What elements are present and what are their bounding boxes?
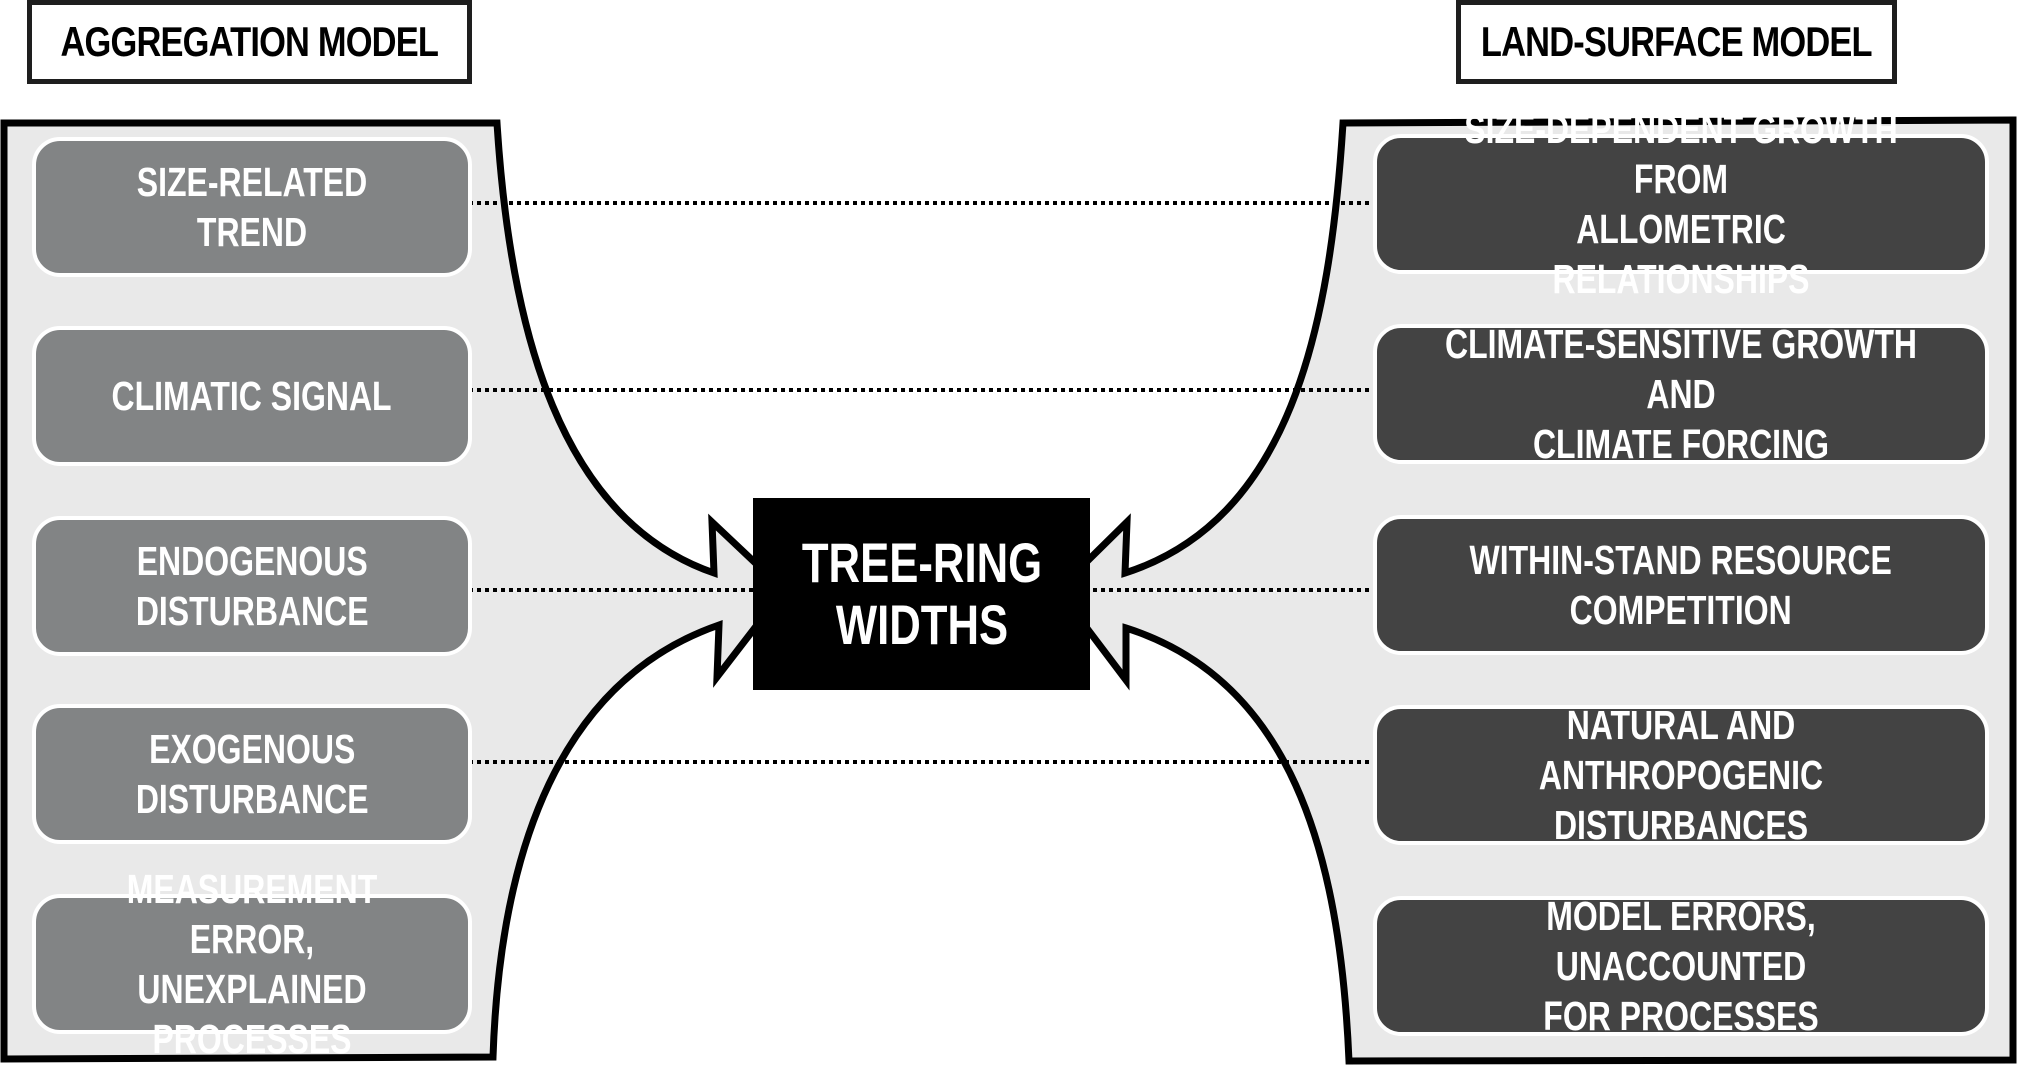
- land-surface-model-title-text: LAND-SURFACE MODEL: [1481, 18, 1873, 65]
- left-item-size-related-trend: SIZE-RELATED TREND: [32, 137, 472, 277]
- aggregation-model-title-text: AGGREGATION MODEL: [60, 18, 439, 65]
- left-item-endogenous-disturbance: ENDOGENOUS DISTURBANCE: [32, 516, 472, 656]
- right-item-within-stand-competition: WITHIN-STAND RESOURCE COMPETITION: [1373, 515, 1989, 655]
- tree-ring-widths-box: TREE-RING WIDTHS: [753, 498, 1090, 690]
- right-item-size-dependent-growth: SIZE-DEPENDENT GROWTH FROM ALLOMETRIC RE…: [1373, 106, 1989, 302]
- left-item-measurement-error: MEASUREMENT ERROR, UNEXPLAINED PROCESSES: [32, 866, 472, 1062]
- aggregation-model-title: AGGREGATION MODEL: [27, 0, 472, 84]
- left-item-exogenous-disturbance: EXOGENOUS DISTURBANCE: [32, 704, 472, 844]
- land-surface-model-title: LAND-SURFACE MODEL: [1456, 0, 1897, 84]
- tree-ring-widths-label: TREE-RING WIDTHS: [801, 531, 1042, 656]
- left-item-climatic-signal: CLIMATIC SIGNAL: [32, 326, 472, 466]
- right-item-model-errors: MODEL ERRORS, UNACCOUNTED FOR PROCESSES: [1373, 893, 1989, 1039]
- right-item-natural-anthropogenic-disturbances: NATURAL AND ANTHROPOGENIC DISTURBANCES: [1373, 702, 1989, 848]
- right-item-climate-sensitive-growth: CLIMATE-SENSITIVE GROWTH AND CLIMATE FOR…: [1373, 321, 1989, 467]
